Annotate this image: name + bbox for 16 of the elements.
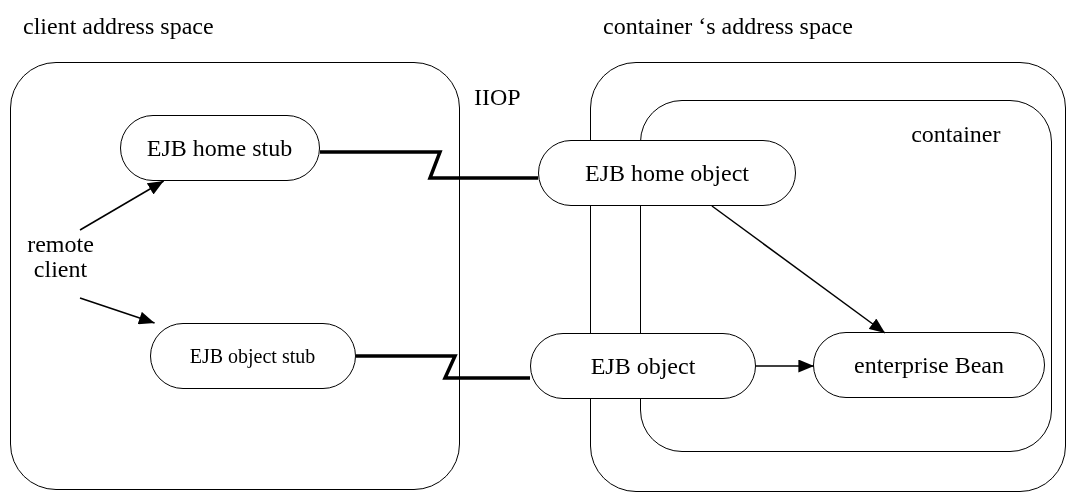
area-heading: client address space (23, 13, 214, 40)
arrow (711, 205, 886, 334)
container-label: container (911, 120, 1001, 148)
connection-line (320, 150, 538, 180)
area-heading: container ‘s address space (603, 13, 853, 40)
arrow (79, 180, 165, 231)
protocol-label: IIOP (474, 84, 521, 111)
arrow (79, 297, 156, 325)
object-label: EJB home stub (145, 134, 294, 161)
object-label: EJB object (589, 352, 697, 380)
object-label: enterprise Bean (853, 351, 1005, 379)
client-label: remote client (26, 231, 95, 282)
object-label: EJB object stub (188, 344, 317, 367)
connection-line (356, 354, 530, 380)
arrow (755, 359, 815, 373)
object-label: EJB home object (584, 159, 750, 187)
